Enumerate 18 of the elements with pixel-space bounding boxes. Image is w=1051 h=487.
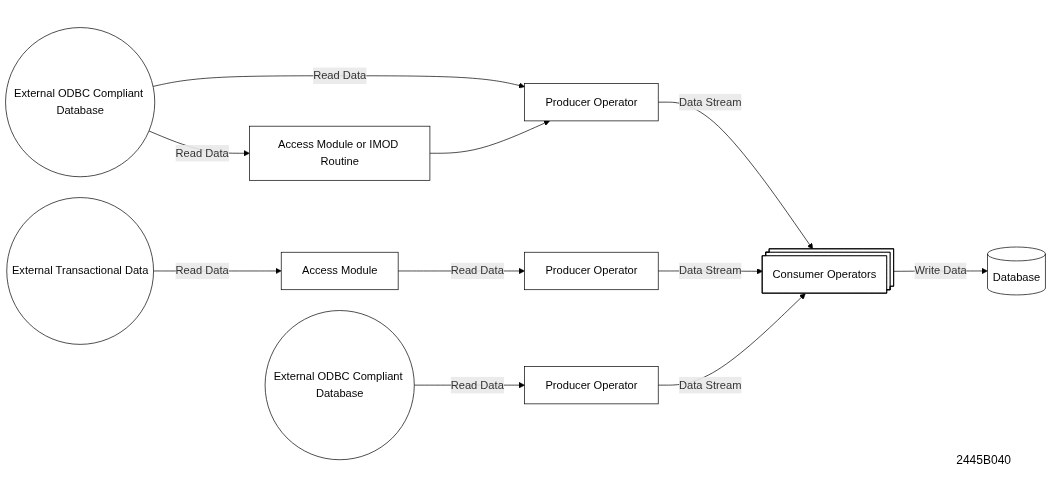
node-box: Producer Operator bbox=[524, 365, 659, 405]
node-circle: External Transactional Data bbox=[6, 197, 154, 345]
node-circle: External ODBC Compliant Database bbox=[5, 27, 156, 177]
node-box: Producer Operator bbox=[524, 82, 659, 122]
edge-label: Read Data bbox=[450, 378, 504, 391]
node-box: Producer Operator bbox=[524, 251, 659, 290]
node-box: Access Module or IMOD Routine bbox=[249, 125, 431, 181]
edge-label: Write Data bbox=[914, 264, 967, 277]
edge-label: Read Data bbox=[313, 69, 367, 82]
node-circle: External ODBC Compliant Database bbox=[264, 310, 415, 460]
edge-label: Read Data bbox=[450, 264, 504, 277]
edge-label: Data Stream bbox=[679, 378, 742, 391]
edge-label: Data Stream bbox=[679, 95, 742, 108]
node-box: Access Module bbox=[280, 251, 399, 290]
edge-label: Read Data bbox=[175, 146, 229, 159]
edge-label: Read Data bbox=[175, 264, 229, 277]
edge-label: Data Stream bbox=[679, 264, 742, 277]
figure-number: 2445B040 bbox=[956, 453, 1011, 467]
